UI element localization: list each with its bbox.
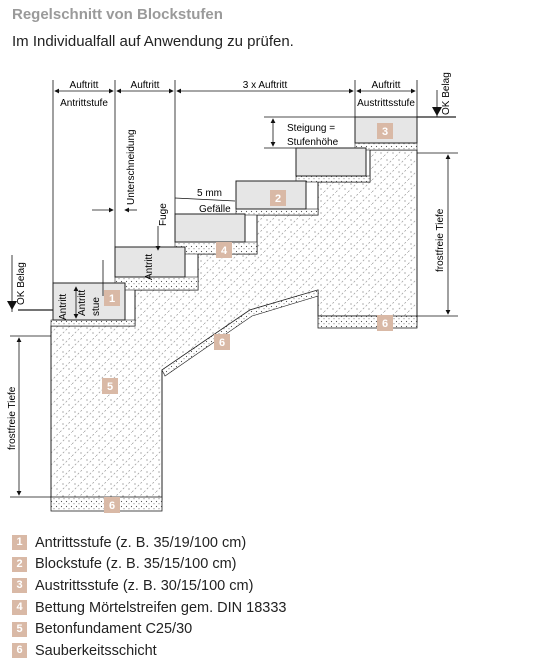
diagram-subtitle: Im Individualfall auf Anwendung zu prüfe… <box>12 33 294 50</box>
label-auftritt-3: Auftritt <box>372 80 401 91</box>
badge-6b-num: 6 <box>382 318 388 330</box>
top-dimensions <box>52 80 418 283</box>
label-gefaelle: Gefälle <box>199 204 231 215</box>
badge-6c-num: 6 <box>109 500 115 512</box>
legend-text-6: Sauberkeitsschicht <box>35 642 157 659</box>
label-antritt-upper: Antritt <box>144 254 155 280</box>
legend-item-1: 1 Antrittsstufe (z. B. 35/19/100 cm) <box>12 532 286 554</box>
label-stufenhoehe: Stufenhöhe <box>287 137 339 148</box>
label-antritt-step: Antritt <box>58 294 69 320</box>
label-unterschneidung: Unterschneidung <box>126 129 137 205</box>
legend-item-4: 4 Bettung Mörtelstreifen gem. DIN 18333 <box>12 597 286 619</box>
badge-4-num: 4 <box>221 245 228 257</box>
block-step-2 <box>174 213 246 243</box>
label-ok-belag-right: OK Belag <box>441 72 452 115</box>
badge-3-num: 3 <box>382 126 388 138</box>
label-fuge: Fuge <box>158 203 169 226</box>
label-steigung: Steigung = <box>287 123 335 134</box>
label-3x-auftritt: 3 x Auftritt <box>243 80 288 91</box>
badge-3: 3 <box>377 123 393 139</box>
legend-badge-6: 6 <box>12 643 27 659</box>
legend-badge-3: 3 <box>12 578 27 594</box>
label-auftritt-1: Auftritt <box>70 80 99 91</box>
blinding-layer-right <box>317 315 418 329</box>
label-ok-belag-left: OK Belag <box>16 262 27 305</box>
legend-item-6: 6 Sauberkeitsschicht <box>12 640 286 662</box>
badge-4: 4 <box>216 242 232 258</box>
badge-6-right: 6 <box>377 315 393 331</box>
badge-6a-num: 6 <box>219 337 225 349</box>
legend-text-3: Austrittsstufe (z. B. 30/15/100 cm) <box>35 577 254 594</box>
badge-2: 2 <box>270 190 286 206</box>
badge-1: 1 <box>104 290 120 306</box>
legend-text-2: Blockstufe (z. B. 35/15/100 cm) <box>35 556 237 573</box>
label-auftritt-2: Auftritt <box>131 80 160 91</box>
badge-6-bottom: 6 <box>104 497 120 513</box>
badge-5: 5 <box>102 378 118 394</box>
badge-1-num: 1 <box>109 293 115 305</box>
badge-5-num: 5 <box>107 381 113 393</box>
badge-2-num: 2 <box>275 193 281 205</box>
stair-section-drawing: 1 4 2 3 5 6 6 6 Auftritt Antrittstufe Au… <box>7 72 458 513</box>
mortar-bedding-5 <box>295 175 371 183</box>
label-frostfreie-tiefe-left: frostfreie Tiefe <box>7 386 18 450</box>
legend-badge-5: 5 <box>12 621 27 637</box>
legend-text-1: Antrittsstufe (z. B. 35/19/100 cm) <box>35 534 247 551</box>
diagram-title: Regelschnitt von Blockstufen <box>12 6 223 23</box>
legend: 1 Antrittsstufe (z. B. 35/19/100 cm) 2 Blo… <box>12 532 286 662</box>
label-antritt-step-2: Antritt <box>77 290 88 316</box>
label-antrittstufe: Antrittstufe <box>60 98 108 109</box>
legend-text-5: Betonfundament C25/30 <box>35 621 193 638</box>
block-step-1 <box>114 246 186 278</box>
ok-arrow-left <box>7 301 17 310</box>
block-step-4 <box>295 147 367 177</box>
legend-item-3: 3 Austrittsstufe (z. B. 30/15/100 cm) <box>12 575 286 597</box>
label-austrittsstufe: Austrittsstufe <box>357 98 415 109</box>
legend-badge-4: 4 <box>12 600 27 616</box>
badge-6-slope: 6 <box>214 334 230 350</box>
legend-text-4: Bettung Mörtelstreifen gem. DIN 18333 <box>35 599 287 616</box>
label-5mm: 5 mm <box>197 188 222 199</box>
legend-badge-1: 1 <box>12 535 27 551</box>
mortar-bedding-2 <box>114 276 199 291</box>
label-stue: stue <box>91 297 102 316</box>
legend-item-2: 2 Blockstufe (z. B. 35/15/100 cm) <box>12 554 286 576</box>
legend-badge-2: 2 <box>12 556 27 572</box>
ok-arrow-right <box>432 107 442 116</box>
label-frostfreie-tiefe-right: frostfreie Tiefe <box>435 208 446 272</box>
legend-item-5: 5 Betonfundament C25/30 <box>12 618 286 640</box>
mortar-bedding-4 <box>235 208 319 216</box>
blinding-layer-slope <box>161 289 319 377</box>
